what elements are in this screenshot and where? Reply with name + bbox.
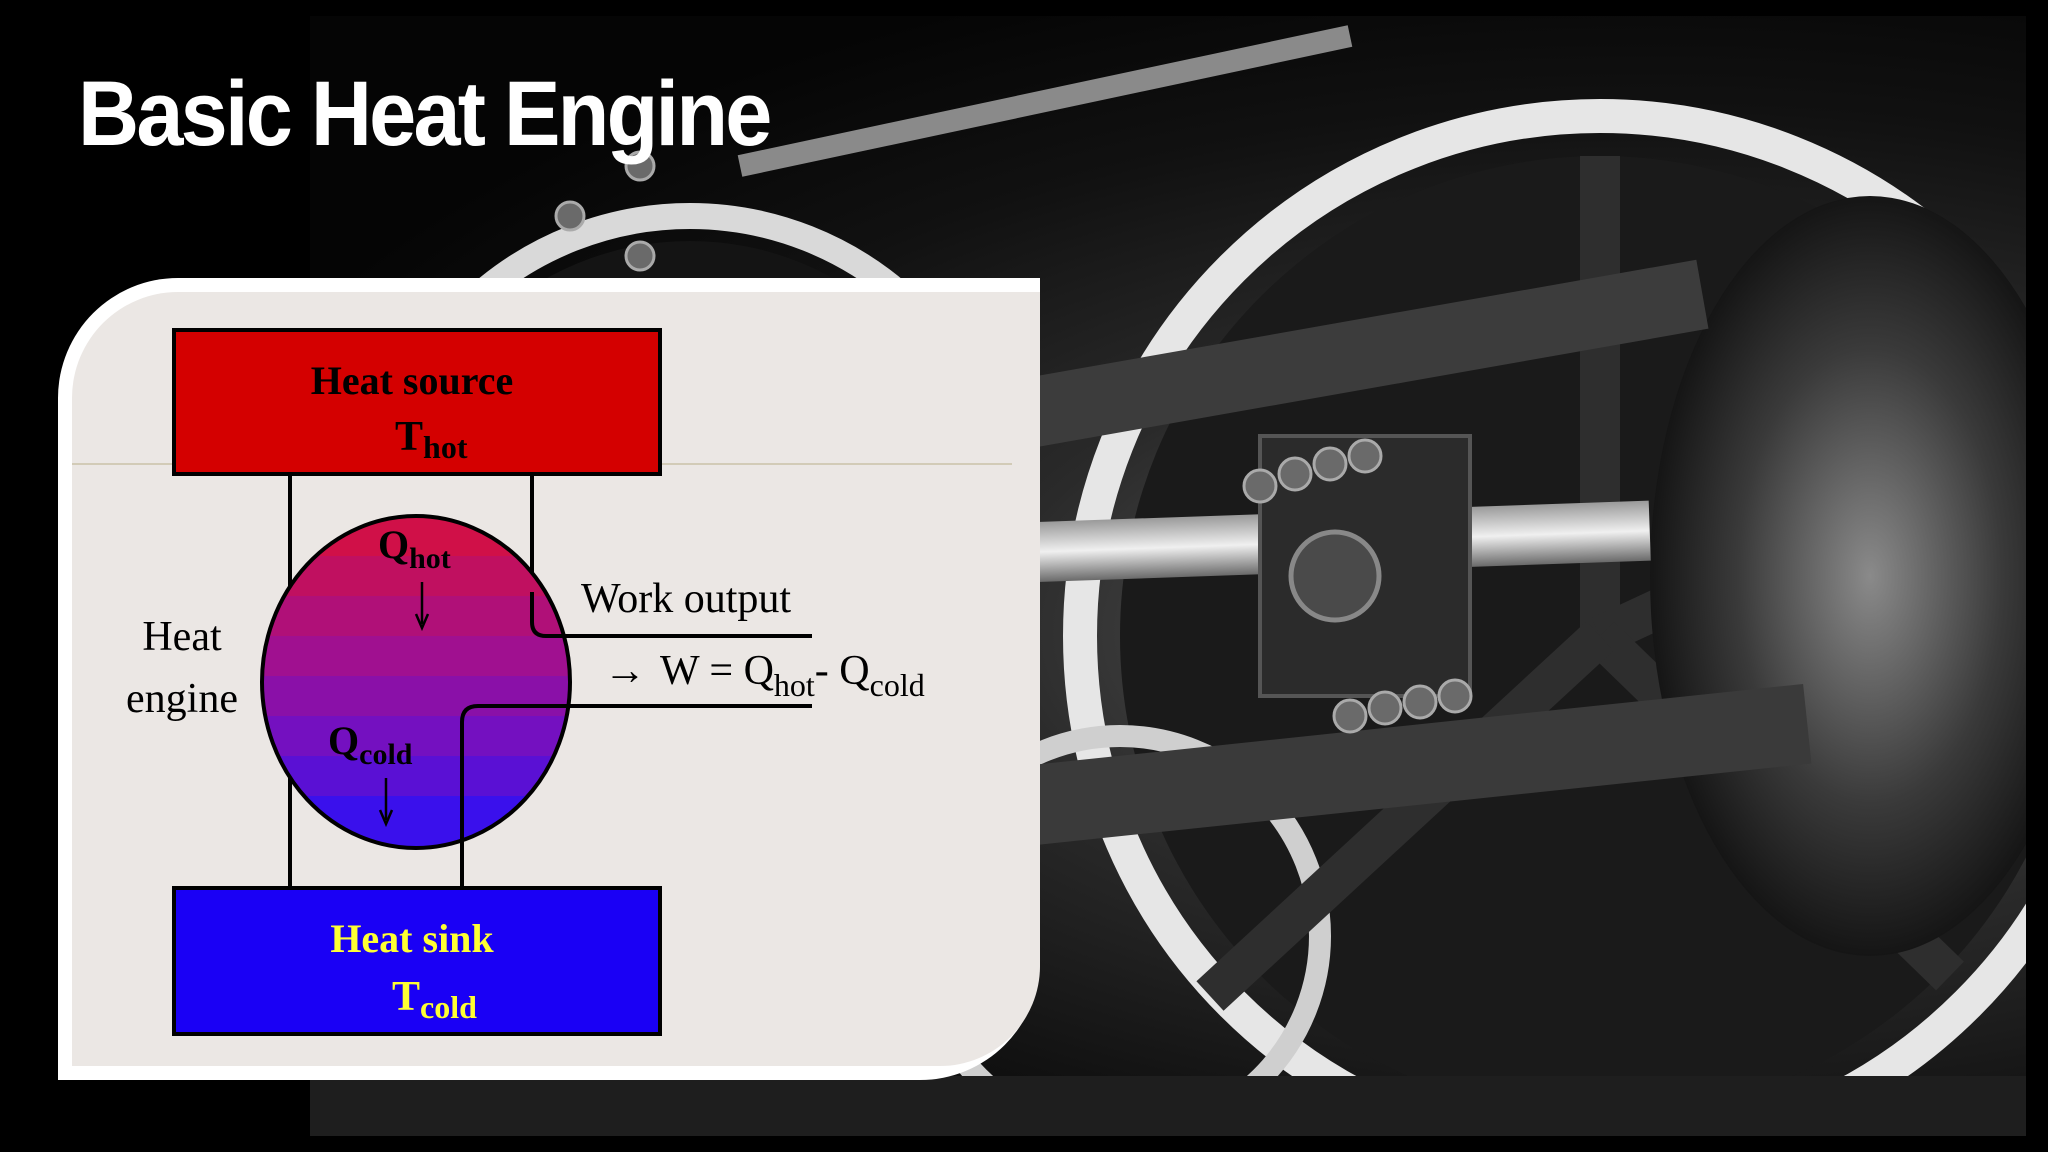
eq-sub-cold: cold: [870, 667, 925, 703]
heat-source-label: Heat source: [311, 358, 514, 403]
eq-prefix: W = Q: [660, 648, 774, 694]
engine-outline: [260, 514, 572, 850]
heat-source-temp: Thot: [395, 414, 468, 465]
heat-sink-temp: Tcold: [392, 974, 477, 1025]
diagram-card: Heat source Thot Qhot: [58, 278, 1040, 1080]
q-cold-symbol: Q: [328, 718, 359, 763]
heat-sink-label: Heat sink: [330, 916, 494, 961]
q-cold-label: Qcold: [328, 718, 413, 771]
q-hot-symbol: Q: [378, 522, 409, 567]
heat-sink-box: [172, 886, 662, 1036]
heat-engine-diagram: Heat source Thot Qhot: [72, 328, 1012, 1036]
engine-label-line1: Heat: [142, 614, 222, 660]
q-cold-sub: cold: [359, 738, 413, 771]
engine-label-line2: engine: [126, 676, 238, 722]
t-hot-symbol: T: [395, 414, 423, 460]
t-hot-sub: hot: [423, 429, 468, 465]
q-hot-sub: hot: [409, 542, 451, 575]
heat-source-box: [172, 328, 662, 476]
work-path-upper: [530, 592, 812, 638]
work-path-lower: [460, 704, 812, 888]
eq-mid: - Q: [815, 648, 870, 694]
diagram-card-inner: Heat source Thot Qhot: [72, 292, 1040, 1066]
work-output-label: Work output: [581, 576, 791, 622]
t-cold-sub: cold: [420, 989, 477, 1025]
eq-sub-hot: hot: [774, 667, 815, 703]
t-cold-symbol: T: [392, 974, 420, 1020]
work-arrow: →: [604, 648, 646, 694]
work-equation: → W = Qhot- Qcold: [604, 648, 925, 703]
q-hot-label: Qhot: [378, 522, 451, 575]
slide-title: Basic Heat Engine: [78, 63, 772, 165]
